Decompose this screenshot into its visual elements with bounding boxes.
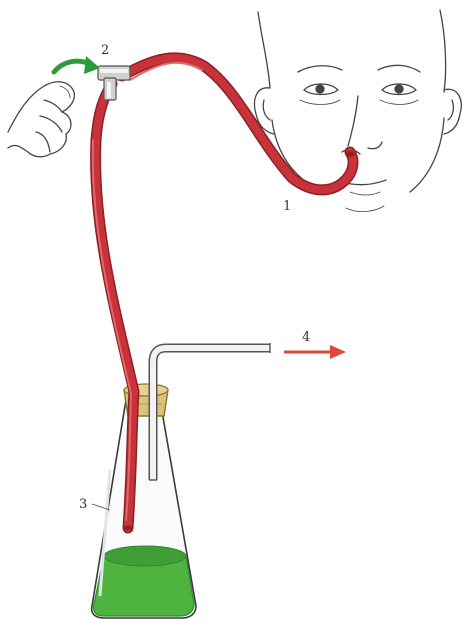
green-curved-arrow <box>54 56 100 74</box>
red-rubber-tube <box>93 58 355 531</box>
label-2: 2 <box>101 43 109 58</box>
label-1: 1 <box>283 199 291 214</box>
face-drawing <box>255 10 462 212</box>
label-4: 4 <box>302 330 310 345</box>
red-outflow-arrow <box>284 345 346 359</box>
label-3: 3 <box>79 497 87 512</box>
hand-finger <box>8 82 74 157</box>
